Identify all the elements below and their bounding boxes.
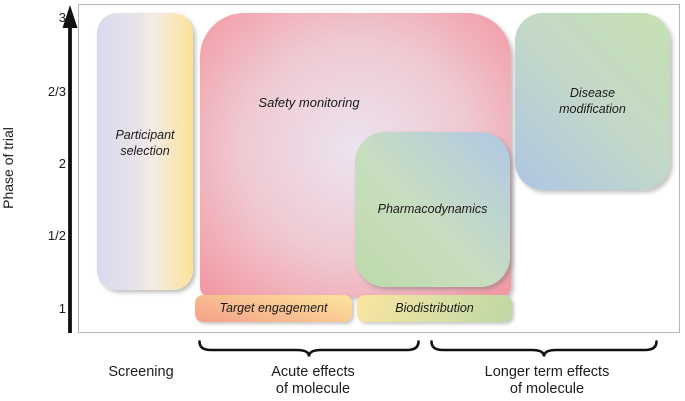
target-engagement-bar: Target engagement [195, 295, 352, 322]
y-tick-1: 1 [58, 301, 66, 316]
pharmacodynamics-region: Pharmacodynamics [355, 132, 510, 287]
screening-label: Screening [108, 364, 174, 380]
biodistribution-bar: Biodistribution [357, 295, 512, 322]
longer-term-effects-label: Longer term effects of molecule [484, 364, 610, 398]
acute-effects-brace [198, 340, 420, 357]
disease-modification-label: Disease modification [559, 85, 626, 116]
disease-modification-region: Disease modification [515, 13, 670, 190]
y-tick-1-2: 1/2 [47, 228, 66, 243]
pharmacodynamics-label: Pharmacodynamics [377, 201, 488, 216]
acute-effects-label: Acute effects of molecule [271, 364, 355, 398]
longer-term-effects-brace [430, 340, 658, 357]
target-engagement-label: Target engagement [219, 300, 328, 315]
biodistribution-label: Biodistribution [395, 300, 474, 315]
participant-selection-region: Participant selection [97, 13, 193, 290]
y-tick-2-3: 2/3 [47, 84, 66, 99]
y-tick-3: 3 [58, 10, 66, 25]
y-axis-arrow [62, 5, 78, 333]
y-tick-2: 2 [58, 156, 66, 171]
safety-monitoring-label: Safety monitoring [258, 94, 360, 110]
participant-selection-label: Participant selection [115, 127, 175, 158]
